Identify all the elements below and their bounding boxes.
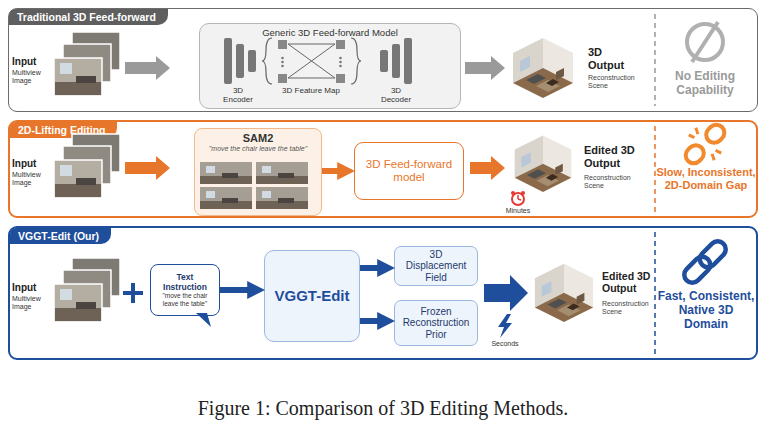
output-box: Frozen Reconstruction Prior bbox=[394, 300, 478, 346]
method-panel: VGGT-Edit (Our) Text Instruction"move the… bbox=[8, 226, 758, 360]
layer-label: 3D Feature Map bbox=[281, 86, 341, 95]
verdict-text: Slow, Inconsistent, 2D-Domain Gap bbox=[656, 166, 756, 191]
scene-render bbox=[535, 264, 593, 322]
verdict-text: Fast, Consistent, Native 3D Domain bbox=[656, 290, 756, 331]
model-box: 3D Feed-forward model bbox=[354, 142, 464, 200]
box-title: Text Instruction bbox=[154, 273, 216, 293]
output-caption: Reconstruction Scene bbox=[588, 74, 648, 90]
box-title: SAM2 bbox=[243, 132, 274, 145]
clock-bell bbox=[511, 191, 515, 195]
clock-hand bbox=[518, 199, 521, 200]
break-mark bbox=[716, 149, 722, 155]
model-box: VGGT-Edit bbox=[264, 250, 360, 342]
method-panel: 2D-Lifting EditingSAM2"move the chair le… bbox=[8, 120, 758, 218]
figure-caption: Figure 1: Comparison of 3D Editing Metho… bbox=[0, 397, 766, 420]
input-label: Input bbox=[12, 56, 56, 68]
empty-set-icon bbox=[692, 22, 718, 62]
speech-bubble: Text Instruction"move the chair leave th… bbox=[150, 264, 220, 316]
lightning-icon bbox=[498, 314, 512, 338]
flow-arrow bbox=[125, 156, 170, 180]
box-label: 3D Displacement Field bbox=[399, 249, 473, 284]
flow-arrow bbox=[465, 56, 505, 80]
output-box: 3D Displacement Field bbox=[394, 246, 478, 286]
plus-sign bbox=[131, 283, 135, 303]
flow-connector bbox=[220, 287, 258, 293]
box-label: 3D Feed-forward model bbox=[363, 158, 455, 184]
break-mark bbox=[694, 128, 700, 134]
output-caption: Reconstruction Scene bbox=[584, 174, 644, 190]
time-label: Minutes bbox=[498, 207, 538, 215]
clock-icon bbox=[512, 193, 524, 205]
box-label: Frozen Reconstruction Prior bbox=[399, 306, 473, 341]
link-piece bbox=[697, 238, 730, 271]
prompt-text: "move the chair leave the table" bbox=[154, 292, 216, 307]
layer-label: 3D Encoder bbox=[218, 86, 258, 104]
flow-arrow bbox=[470, 156, 505, 180]
flow-arrow bbox=[125, 56, 170, 80]
panel-title: 2D-Lifting Editing bbox=[10, 122, 117, 138]
link-piece bbox=[682, 142, 707, 167]
clock-bell bbox=[521, 191, 525, 195]
output-caption: Reconstruction Scene bbox=[602, 300, 654, 316]
output-label: Edited 3D Output bbox=[584, 144, 642, 169]
divider bbox=[654, 126, 656, 212]
multiview-images bbox=[54, 258, 120, 322]
divider bbox=[654, 14, 656, 106]
empty-set-icon bbox=[687, 24, 723, 60]
panel-title: VGGT-Edit (Our) bbox=[10, 228, 111, 244]
scene-render bbox=[513, 38, 573, 98]
input-label: Input bbox=[12, 282, 56, 294]
flow-connector bbox=[360, 318, 388, 324]
link-piece bbox=[703, 121, 728, 146]
output-label: 3D Output bbox=[588, 46, 628, 71]
multiview-images bbox=[54, 32, 120, 96]
input-label: Input bbox=[12, 158, 56, 170]
broken-link-icon bbox=[675, 114, 734, 173]
multiview-images bbox=[54, 134, 120, 198]
segmentation-box: SAM2"move the chair leave the table" bbox=[194, 128, 322, 216]
output-label: Edited 3D Output bbox=[602, 270, 654, 294]
break-mark bbox=[710, 154, 716, 160]
box-title: Generic 3D Feed-forward Model bbox=[262, 28, 398, 39]
input-caption: Multiview Image bbox=[12, 69, 48, 85]
input-caption: Multiview Image bbox=[12, 171, 48, 187]
time-label: Seconds bbox=[485, 340, 525, 348]
link-piece bbox=[681, 254, 714, 287]
link-icon bbox=[681, 238, 729, 286]
panel-title: Traditional 3D Feed-forward bbox=[9, 9, 168, 25]
flow-connector bbox=[360, 265, 388, 271]
prompt-text: "move the chair leave the table" bbox=[209, 145, 307, 153]
input-caption: Multiview Image bbox=[12, 295, 48, 311]
scene-render bbox=[515, 135, 572, 192]
verdict-text: No Editing Capability bbox=[660, 70, 750, 98]
layer-label: 3D Decoder bbox=[376, 86, 416, 104]
plus-sign bbox=[123, 291, 143, 295]
box-label: VGGT-Edit bbox=[275, 287, 350, 304]
flow-arrow bbox=[484, 275, 528, 311]
clock-hand bbox=[517, 195, 519, 199]
flow-connector bbox=[322, 168, 348, 174]
break-mark bbox=[689, 133, 695, 139]
divider bbox=[654, 232, 656, 354]
